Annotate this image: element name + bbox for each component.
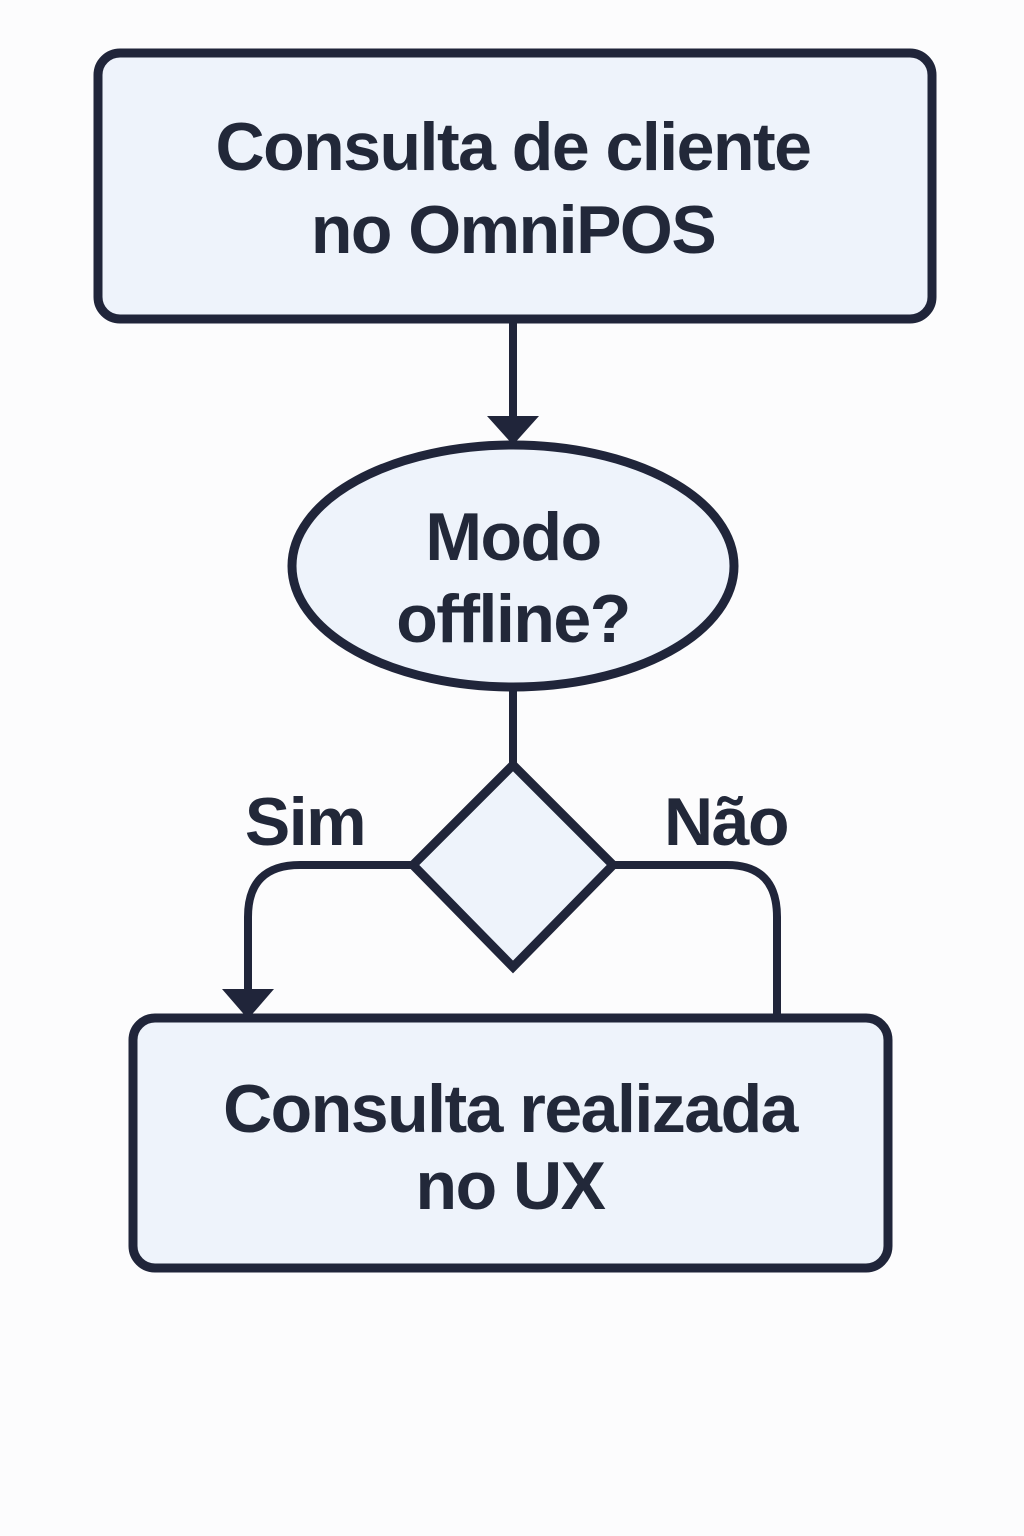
node-start: Consulta de cliente no OmniPOS: [93, 48, 937, 324]
edge-start-to-question: [487, 317, 539, 445]
edge-decision-nao-line: [613, 861, 781, 1022]
node-question-label-line1: Modo: [425, 499, 600, 575]
node-question-label-line2: offline?: [396, 581, 630, 657]
node-end-box: [128, 1013, 893, 1273]
node-decision: [406, 758, 620, 974]
edge-label-sim: Sim: [245, 784, 365, 860]
edge-label-nao: Não: [664, 784, 788, 860]
node-start-label-line1: Consulta de cliente: [216, 109, 811, 185]
node-question: Modo offline?: [287, 440, 739, 692]
node-start-box: [93, 48, 937, 324]
edge-decision-sim-line: [244, 861, 413, 991]
arrowhead-down-icon: [487, 416, 539, 445]
edge-decision-sim: [222, 861, 413, 1019]
node-end: Consulta realizada no UX: [128, 1013, 893, 1273]
node-start-label-line2: no OmniPOS: [311, 192, 715, 268]
node-decision-diamond: [406, 758, 620, 974]
node-end-label-line2: no UX: [416, 1148, 606, 1224]
edge-decision-nao: [613, 861, 781, 1022]
node-end-label-line1: Consulta realizada: [223, 1071, 800, 1147]
arrowhead-down-icon: [222, 989, 274, 1019]
node-question-ellipse: [287, 440, 739, 692]
